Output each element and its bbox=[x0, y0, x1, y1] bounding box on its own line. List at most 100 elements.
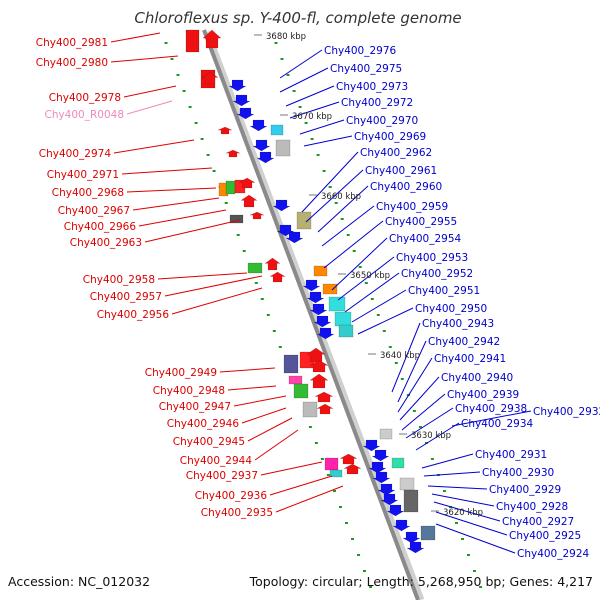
left-gene-label[interactable]: Chy400_2937 bbox=[186, 470, 258, 482]
gene-arrow bbox=[343, 463, 362, 475]
right-leader-line bbox=[397, 340, 427, 403]
right-gene-label[interactable]: Chy400_2943 bbox=[422, 318, 494, 330]
left-gene-label[interactable]: Chy400_2957 bbox=[90, 291, 162, 303]
right-gene-label[interactable]: Chy400_2973 bbox=[336, 81, 408, 93]
right-leader-line bbox=[397, 357, 433, 413]
right-gene-label[interactable]: Chy400_2934 bbox=[461, 418, 534, 430]
track-dot bbox=[316, 154, 320, 156]
right-gene-label[interactable]: Chy400_2931 bbox=[475, 449, 547, 461]
track-dot bbox=[308, 426, 312, 428]
left-gene-label[interactable]: Chy400_2949 bbox=[145, 367, 217, 379]
left-leader-line bbox=[121, 167, 213, 175]
right-gene-label[interactable]: Chy400_2952 bbox=[401, 268, 473, 280]
left-gene-labels: Chy400_2981Chy400_2980Chy400_2978Chy400_… bbox=[36, 37, 273, 519]
right-gene-label[interactable]: Chy400_2927 bbox=[502, 516, 574, 528]
left-gene-label[interactable]: Chy400_2947 bbox=[159, 401, 231, 413]
right-gene-label[interactable]: Chy400_2930 bbox=[482, 467, 554, 479]
left-leader-line bbox=[132, 197, 220, 211]
gene-box bbox=[322, 283, 338, 295]
right-gene-label[interactable]: Chy400_2976 bbox=[324, 45, 397, 57]
left-gene-label[interactable]: Chy400_2948 bbox=[153, 385, 225, 397]
right-gene-label[interactable]: Chy400_2972 bbox=[341, 97, 413, 109]
right-gene-label[interactable]: Chy400_2932 bbox=[533, 406, 600, 418]
right-gene-label[interactable]: Chy400_2962 bbox=[360, 147, 432, 159]
gene-arrow bbox=[386, 504, 405, 517]
right-leader-line bbox=[357, 307, 414, 335]
right-leader-line bbox=[433, 501, 501, 522]
track-dot bbox=[339, 506, 342, 508]
track-dot bbox=[188, 106, 192, 108]
kbp-label: 3670 kbp bbox=[292, 112, 332, 122]
gene-box bbox=[283, 354, 299, 374]
track-dot bbox=[358, 266, 362, 268]
track-dot bbox=[357, 554, 360, 556]
right-gene-label[interactable]: Chy400_2951 bbox=[408, 285, 480, 297]
track-dot bbox=[376, 314, 380, 316]
track-dot bbox=[320, 458, 324, 460]
gene-arrow bbox=[285, 231, 304, 244]
kbp-label: 3620 kbp bbox=[443, 508, 483, 518]
gene-box bbox=[403, 489, 419, 513]
track-dot bbox=[182, 90, 186, 92]
left-gene-label[interactable]: Chy400_2971 bbox=[47, 169, 119, 181]
gene-arrow bbox=[309, 373, 329, 389]
right-gene-label[interactable]: Chy400_2950 bbox=[415, 303, 487, 315]
left-gene-label[interactable]: Chy400_2936 bbox=[195, 490, 268, 502]
gene-arrow bbox=[314, 391, 334, 403]
right-gene-label[interactable]: Chy400_2940 bbox=[441, 372, 513, 384]
right-gene-label[interactable]: Chy400_2928 bbox=[496, 501, 568, 513]
gene-box bbox=[288, 375, 303, 385]
right-gene-label[interactable]: Chy400_2924 bbox=[517, 548, 590, 560]
left-gene-label[interactable]: Chy400_2966 bbox=[64, 221, 137, 233]
track-dot bbox=[286, 74, 290, 76]
left-leader-line bbox=[241, 407, 287, 424]
left-gene-label[interactable]: Chy400_2956 bbox=[97, 309, 170, 321]
left-gene-label[interactable]: Chy400_2978 bbox=[49, 92, 121, 104]
right-gene-label[interactable]: Chy400_2954 bbox=[389, 233, 462, 245]
left-gene-label[interactable]: Chy400_2945 bbox=[173, 436, 245, 448]
right-gene-label[interactable]: Chy400_2939 bbox=[447, 389, 519, 401]
track-dot bbox=[412, 410, 416, 412]
left-gene-label[interactable]: Chy400_2974 bbox=[39, 148, 112, 160]
left-gene-label[interactable]: Chy400_2981 bbox=[36, 37, 108, 49]
right-gene-label[interactable]: Chy400_2953 bbox=[396, 252, 468, 264]
backbone-shadow bbox=[203, 30, 425, 600]
right-leader-line bbox=[435, 511, 508, 536]
right-gene-label[interactable]: Chy400_2929 bbox=[489, 484, 561, 496]
right-gene-label[interactable]: Chy400_2961 bbox=[365, 165, 437, 177]
left-gene-label[interactable]: Chy400_2967 bbox=[58, 205, 130, 217]
right-gene-label[interactable]: Chy400_2938 bbox=[455, 403, 527, 415]
genome-backbone bbox=[202, 29, 420, 600]
track-dot bbox=[326, 474, 330, 476]
right-leader-line bbox=[421, 453, 474, 469]
right-gene-label[interactable]: Chy400_2955 bbox=[385, 216, 457, 228]
left-gene-label[interactable]: Chy400_2944 bbox=[180, 455, 253, 467]
left-gene-label[interactable]: Chy400_2958 bbox=[83, 274, 155, 286]
right-gene-label[interactable]: Chy400_2975 bbox=[330, 63, 402, 75]
left-gene-label[interactable]: Chy400_2935 bbox=[201, 507, 273, 519]
right-gene-label[interactable]: Chy400_2959 bbox=[376, 201, 448, 213]
track-dot bbox=[394, 362, 398, 364]
left-leader-line bbox=[269, 475, 333, 496]
right-gene-label[interactable]: Chy400_2960 bbox=[370, 181, 442, 193]
track-dot bbox=[278, 346, 282, 348]
left-gene-label[interactable]: Chy400_2963 bbox=[70, 237, 142, 249]
left-leader-line bbox=[275, 485, 344, 513]
right-gene-label[interactable]: Chy400_2941 bbox=[434, 353, 506, 365]
gene-arrow bbox=[306, 291, 325, 304]
left-gene-label[interactable]: Chy400_R0048 bbox=[44, 109, 124, 121]
left-gene-label[interactable]: Chy400_2946 bbox=[167, 418, 240, 430]
right-gene-label[interactable]: Chy400_2925 bbox=[509, 530, 581, 542]
right-gene-label[interactable]: Chy400_2969 bbox=[354, 131, 426, 143]
right-leader-line bbox=[391, 322, 421, 393]
right-gene-label[interactable]: Chy400_2970 bbox=[346, 115, 418, 127]
left-gene-label[interactable]: Chy400_2980 bbox=[36, 57, 108, 69]
gene-box bbox=[328, 296, 346, 312]
track-dot bbox=[388, 346, 392, 348]
map-title: Chloroflexus sp. Y-400-fl, complete geno… bbox=[134, 9, 461, 27]
gene-box bbox=[302, 401, 318, 418]
track-dot bbox=[418, 426, 422, 428]
left-gene-label[interactable]: Chy400_2968 bbox=[52, 187, 124, 199]
right-leader-line bbox=[301, 151, 359, 213]
right-gene-label[interactable]: Chy400_2942 bbox=[428, 336, 500, 348]
